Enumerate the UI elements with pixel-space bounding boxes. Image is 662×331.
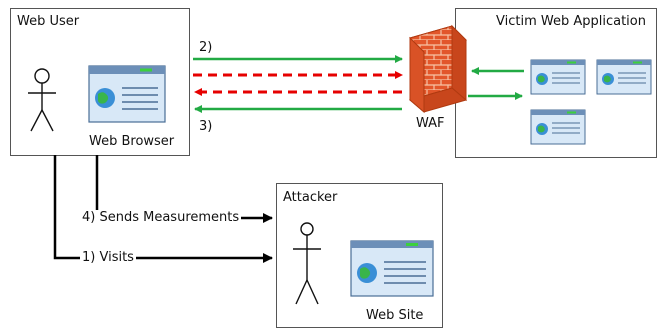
- web-site-icon: [350, 240, 434, 297]
- web-browser-label: Web Browser: [89, 134, 175, 149]
- attacker-person-icon: [293, 222, 321, 305]
- response-arrow-label: 3): [199, 119, 213, 134]
- request-arrow-label: 2): [199, 40, 213, 55]
- victim-server-icon-1: [530, 59, 586, 95]
- measurements-arrow: [95, 155, 273, 223]
- measurements-arrow-label: 4) Sends Measurements: [80, 210, 242, 225]
- firewall-icon: [408, 24, 468, 114]
- victim-server-icon-3: [530, 109, 586, 145]
- visits-arrow-label: 1) Visits: [80, 250, 136, 265]
- web-user-person-icon: [28, 68, 56, 132]
- web-site-label: Web Site: [366, 308, 424, 323]
- web-user-title: Web User: [17, 14, 80, 29]
- web-browser-icon: [88, 65, 166, 123]
- attacker-title: Attacker: [283, 190, 338, 205]
- victim-server-icon-2: [596, 59, 652, 95]
- victim-app-title: Victim Web Application: [496, 14, 646, 29]
- visits-arrow: [53, 155, 273, 263]
- waf-label: WAF: [416, 116, 445, 131]
